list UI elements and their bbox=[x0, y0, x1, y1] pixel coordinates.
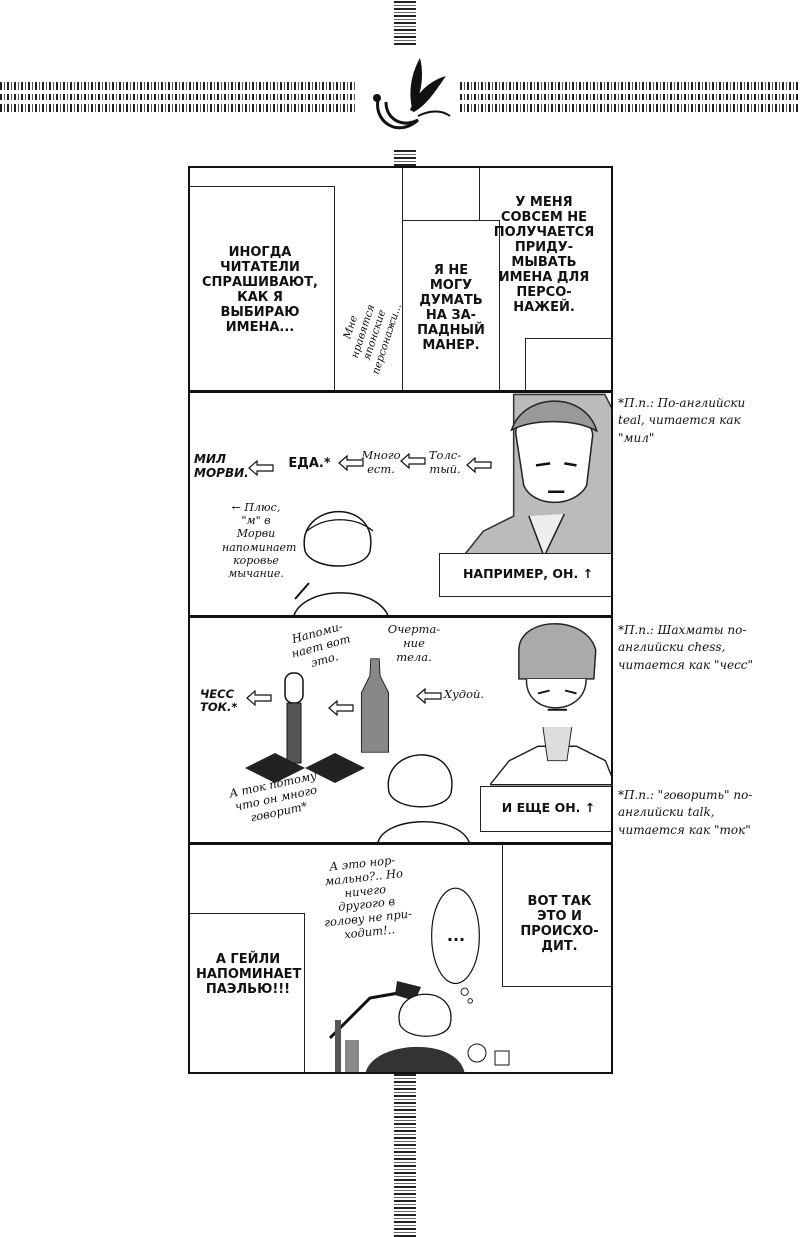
panel1-text-left: ИНОГДА ЧИТАТЕЛИ СПРАШИВАЮТ, КАК Я ВЫБИРА… bbox=[202, 245, 318, 335]
panel1-box-mid bbox=[402, 168, 480, 224]
top-border-left bbox=[0, 82, 355, 112]
panel1-text-mid: Я НЕ МОГУ ДУМАТЬ НА ЗА- ПАДНЫЙ МАНЕР. bbox=[417, 263, 485, 353]
author-character-icon bbox=[293, 510, 389, 615]
chess-piece-icon bbox=[245, 672, 365, 783]
chess-reminds: Напоми- нает вот это. bbox=[289, 619, 352, 670]
chain-term-3: Много ест. bbox=[361, 448, 401, 476]
panel2-note: ← Плюс, "м" в Морви напоминает коровье м… bbox=[222, 501, 297, 580]
panel4-text-right: ВОТ ТАК ЭТО И ПРОИСХО- ДИТ. bbox=[520, 894, 599, 954]
speech-bubble-icon bbox=[431, 887, 480, 1004]
arrow-left-icon bbox=[400, 453, 426, 469]
chess-chain-3: Худой. bbox=[443, 687, 485, 701]
panel1-small-text: Мне нравятся японские персонажи... bbox=[341, 301, 404, 376]
arrow-left-icon bbox=[338, 455, 364, 471]
panel4-thought: А это нор- мально?.. Но ничего другого в… bbox=[323, 852, 413, 942]
character-portrait-icon bbox=[463, 393, 611, 558]
panel1-box-left bbox=[190, 186, 335, 390]
author-at-desk-icon bbox=[335, 993, 465, 1072]
panel3-note: А ток потому что он много говорит* bbox=[227, 768, 319, 825]
translator-note-2: *П.п.: Шахматы по-английски chess, читае… bbox=[618, 623, 754, 672]
panel3-caption-box bbox=[480, 786, 611, 832]
panel2-caption: НАПРИМЕР, ОН. ↑ bbox=[462, 566, 594, 581]
arrow-left-icon bbox=[466, 457, 492, 473]
bottom-border-vertical bbox=[394, 1074, 416, 1237]
panel2-caption-box bbox=[439, 553, 611, 597]
panel-4: А это нор- мально?.. Но ничего другого в… bbox=[188, 843, 613, 1074]
panel3-caption: И ЕЩЕ ОН. ↑ bbox=[501, 800, 596, 815]
comic-strip: ИНОГДА ЧИТАТЕЛИ СПРАШИВАЮТ, КАК Я ВЫБИРА… bbox=[188, 166, 613, 1074]
character-portrait-icon bbox=[490, 623, 611, 786]
panel-2: МИЛ МОРВИ. ЕДА.* Много ест. Толс- тый. ←… bbox=[188, 391, 613, 617]
top-border-right bbox=[460, 82, 800, 112]
panel1-box-mid2 bbox=[402, 220, 500, 390]
panel4-box-right bbox=[502, 845, 611, 987]
arrow-left-icon bbox=[248, 460, 274, 476]
panel-1: ИНОГДА ЧИТАТЕЛИ СПРАШИВАЮТ, КАК Я ВЫБИРА… bbox=[188, 166, 613, 392]
silhouette-icon bbox=[360, 658, 390, 753]
panel1-box-right bbox=[525, 338, 611, 390]
chain-term-4: Толс- тый. bbox=[428, 448, 462, 476]
chess-chain-2: Очерта- ние тела. bbox=[387, 622, 441, 664]
translator-note-1: *П.п.: По-английски teal, читается как "… bbox=[618, 396, 746, 445]
leaf-ornament-icon bbox=[373, 58, 451, 130]
chain-term-1: МИЛ МОРВИ. bbox=[194, 452, 249, 480]
panel4-bubble: ... bbox=[446, 926, 466, 945]
chain-term-2: ЕДА.* bbox=[288, 456, 331, 471]
arrow-left-icon bbox=[246, 690, 272, 706]
author-character-icon bbox=[377, 754, 470, 842]
top-border-vertical bbox=[394, 0, 416, 45]
panel4-box-left bbox=[190, 913, 305, 1072]
arrow-left-icon bbox=[328, 700, 354, 716]
translator-note-3: *П.п.: "говорить" по-английски talk, чит… bbox=[618, 788, 753, 837]
panel4-text-left: А ГЕЙЛИ НАПОМИНАЕТ ПАЭЛЬЮ!!! bbox=[196, 952, 302, 997]
chess-chain-1: ЧЕСС ТОК.* bbox=[200, 687, 238, 715]
arrow-left-icon bbox=[416, 688, 442, 704]
upper-connector bbox=[394, 148, 416, 166]
mug-icon bbox=[467, 1043, 510, 1066]
panel-3: ЧЕСС ТОК.* Очерта- ние тела. Худой. Напо… bbox=[188, 616, 613, 844]
panel1-text-right: У МЕНЯ СОВСЕМ НЕ ПОЛУЧАЕТСЯ ПРИДУ- МЫВАТ… bbox=[493, 195, 595, 315]
